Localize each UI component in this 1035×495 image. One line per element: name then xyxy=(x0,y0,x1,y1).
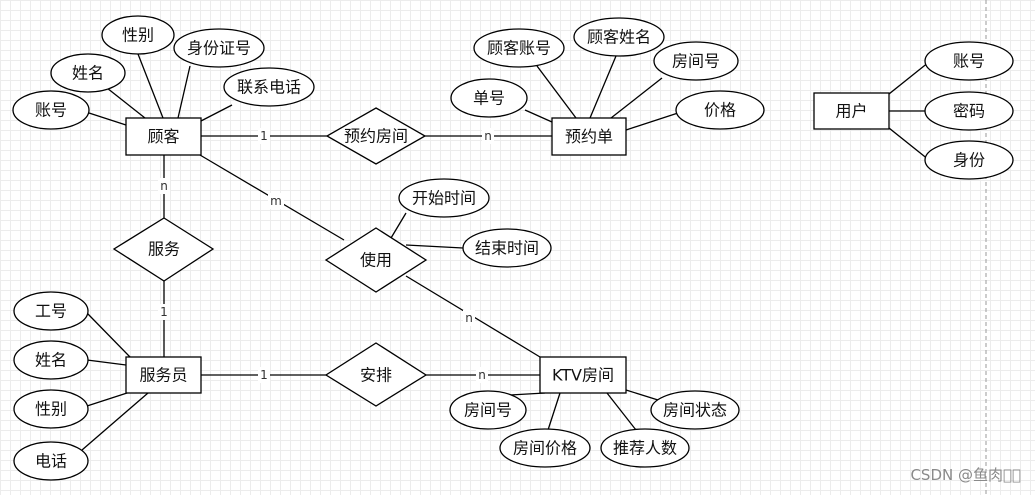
edge-use-endtime xyxy=(405,244,464,249)
attr-room-roomno-label: 房间号 xyxy=(464,401,512,420)
attr-staff-name[interactable]: 姓名 xyxy=(13,340,89,380)
edge-customer-idcard xyxy=(177,65,191,119)
attr-use-starttime-label: 开始时间 xyxy=(412,189,476,208)
attr-room-capacity-label: 推荐人数 xyxy=(613,439,677,458)
entity-booking[interactable]: 预约单 xyxy=(551,117,627,156)
attr-user-account-label: 账号 xyxy=(953,52,985,71)
entity-room-label: KTV房间 xyxy=(552,366,614,385)
attr-booking-roomno-label: 房间号 xyxy=(672,52,720,71)
attr-user-account[interactable]: 账号 xyxy=(924,41,1014,81)
card-arrange-room: n xyxy=(478,368,486,382)
edge-customer-gender xyxy=(137,53,164,119)
edge-booking-custname xyxy=(589,55,617,119)
edge-room-roomno xyxy=(509,392,546,396)
attr-room-status-label: 房间状态 xyxy=(663,401,727,420)
attr-staff-gender-label: 性别 xyxy=(35,400,67,419)
edge-booking-price xyxy=(625,112,679,131)
card-customer-reserve: 1 xyxy=(260,129,268,143)
relationship-arrange[interactable]: 安排 xyxy=(324,342,428,407)
attr-room-price[interactable]: 房间价格 xyxy=(499,428,591,468)
relationship-serve-label: 服务 xyxy=(148,240,180,259)
entity-user-label: 用户 xyxy=(835,102,867,121)
card-customer-serve: n xyxy=(160,179,168,193)
edge-room-status xyxy=(625,389,659,401)
edge-customer-name xyxy=(106,87,146,119)
attr-booking-price-label: 价格 xyxy=(704,101,736,120)
edge-staff-name xyxy=(86,359,127,366)
attr-customer-phone[interactable]: 联系电话 xyxy=(223,67,315,107)
edge-customer-account xyxy=(88,112,127,126)
card-use-room: n xyxy=(465,311,473,325)
edge-room-price xyxy=(547,392,561,431)
attr-booking-custname-label: 顾客姓名 xyxy=(587,28,651,47)
attr-customer-idcard[interactable]: 身份证号 xyxy=(173,28,265,68)
edge-staff-gender xyxy=(86,391,131,407)
attr-user-role-label: 身份 xyxy=(953,151,985,170)
edge-user-account xyxy=(888,61,930,95)
edge-staff-empno xyxy=(86,312,131,358)
entity-staff-label: 服务员 xyxy=(139,366,187,385)
watermark: CSDN @鱼肉   xyxy=(910,466,1021,484)
attr-customer-gender-label: 性别 xyxy=(122,26,154,45)
entity-booking-label: 预约单 xyxy=(565,127,613,146)
attr-room-price-label: 房间价格 xyxy=(513,439,577,458)
attr-staff-name-label: 姓名 xyxy=(35,351,67,370)
edge-booking-roomno xyxy=(610,77,663,119)
attr-user-role[interactable]: 身份 xyxy=(924,140,1014,180)
entity-customer-label: 顾客 xyxy=(147,127,179,146)
attr-staff-empno-label: 工号 xyxy=(35,302,67,321)
relationship-use[interactable]: 使用 xyxy=(324,227,428,293)
edge-staff-phone xyxy=(81,392,149,451)
attr-customer-idcard-label: 身份证号 xyxy=(187,39,251,58)
attr-user-password[interactable]: 密码 xyxy=(924,91,1014,131)
card-reserve-booking: n xyxy=(484,129,492,143)
attr-booking-custacct[interactable]: 顾客账号 xyxy=(473,28,565,68)
edge-booking-orderno xyxy=(524,109,553,123)
attr-staff-phone[interactable]: 电话 xyxy=(13,441,89,481)
entity-room[interactable]: KTV房间 xyxy=(539,356,627,394)
attr-customer-phone-label: 联系电话 xyxy=(237,78,301,97)
attr-booking-orderno-label: 单号 xyxy=(473,89,505,108)
relationship-serve[interactable]: 服务 xyxy=(112,217,215,282)
attr-customer-account-label: 账号 xyxy=(35,101,67,120)
attr-customer-name[interactable]: 姓名 xyxy=(50,53,126,93)
edge-booking-custacct xyxy=(536,65,577,119)
attr-booking-roomno[interactable]: 房间号 xyxy=(653,41,739,81)
edge-user-role xyxy=(888,127,930,161)
relationship-reserve-label: 预约房间 xyxy=(344,127,408,146)
entity-user[interactable]: 用户 xyxy=(813,92,890,130)
attr-user-password-label: 密码 xyxy=(953,102,985,121)
attr-booking-custacct-label: 顾客账号 xyxy=(487,39,551,58)
attr-room-status[interactable]: 房间状态 xyxy=(650,390,740,430)
card-serve-staff: 1 xyxy=(160,305,168,319)
attr-room-capacity[interactable]: 推荐人数 xyxy=(600,428,690,468)
attr-booking-price[interactable]: 价格 xyxy=(675,90,765,130)
attr-booking-custname[interactable]: 顾客姓名 xyxy=(573,17,665,57)
entity-staff[interactable]: 服务员 xyxy=(125,356,202,394)
relationship-reserve[interactable]: 预约房间 xyxy=(325,107,427,165)
relationship-use-label: 使用 xyxy=(360,251,392,270)
attr-staff-phone-label: 电话 xyxy=(35,452,67,471)
edge-room-capacity xyxy=(606,392,637,431)
relationship-arrange-label: 安排 xyxy=(360,366,392,385)
attr-use-endtime-label: 结束时间 xyxy=(475,239,539,258)
attr-staff-gender[interactable]: 性别 xyxy=(13,389,89,429)
card-staff-arrange: 1 xyxy=(260,368,268,382)
attr-customer-gender[interactable]: 性别 xyxy=(101,15,175,55)
attr-staff-empno[interactable]: 工号 xyxy=(13,291,89,331)
attr-booking-orderno[interactable]: 单号 xyxy=(450,78,528,118)
entity-customer[interactable]: 顾客 xyxy=(125,117,202,156)
edge-customer-phone xyxy=(198,104,233,123)
attr-room-roomno[interactable]: 房间号 xyxy=(449,390,527,430)
card-customer-use: m xyxy=(270,194,282,208)
cardinality-labels: 1 n m n n 1 1 n xyxy=(158,128,494,383)
attr-use-endtime[interactable]: 结束时间 xyxy=(462,228,552,268)
attr-customer-name-label: 姓名 xyxy=(72,64,104,83)
attr-customer-account[interactable]: 账号 xyxy=(12,90,90,130)
attr-use-starttime[interactable]: 开始时间 xyxy=(398,178,490,218)
